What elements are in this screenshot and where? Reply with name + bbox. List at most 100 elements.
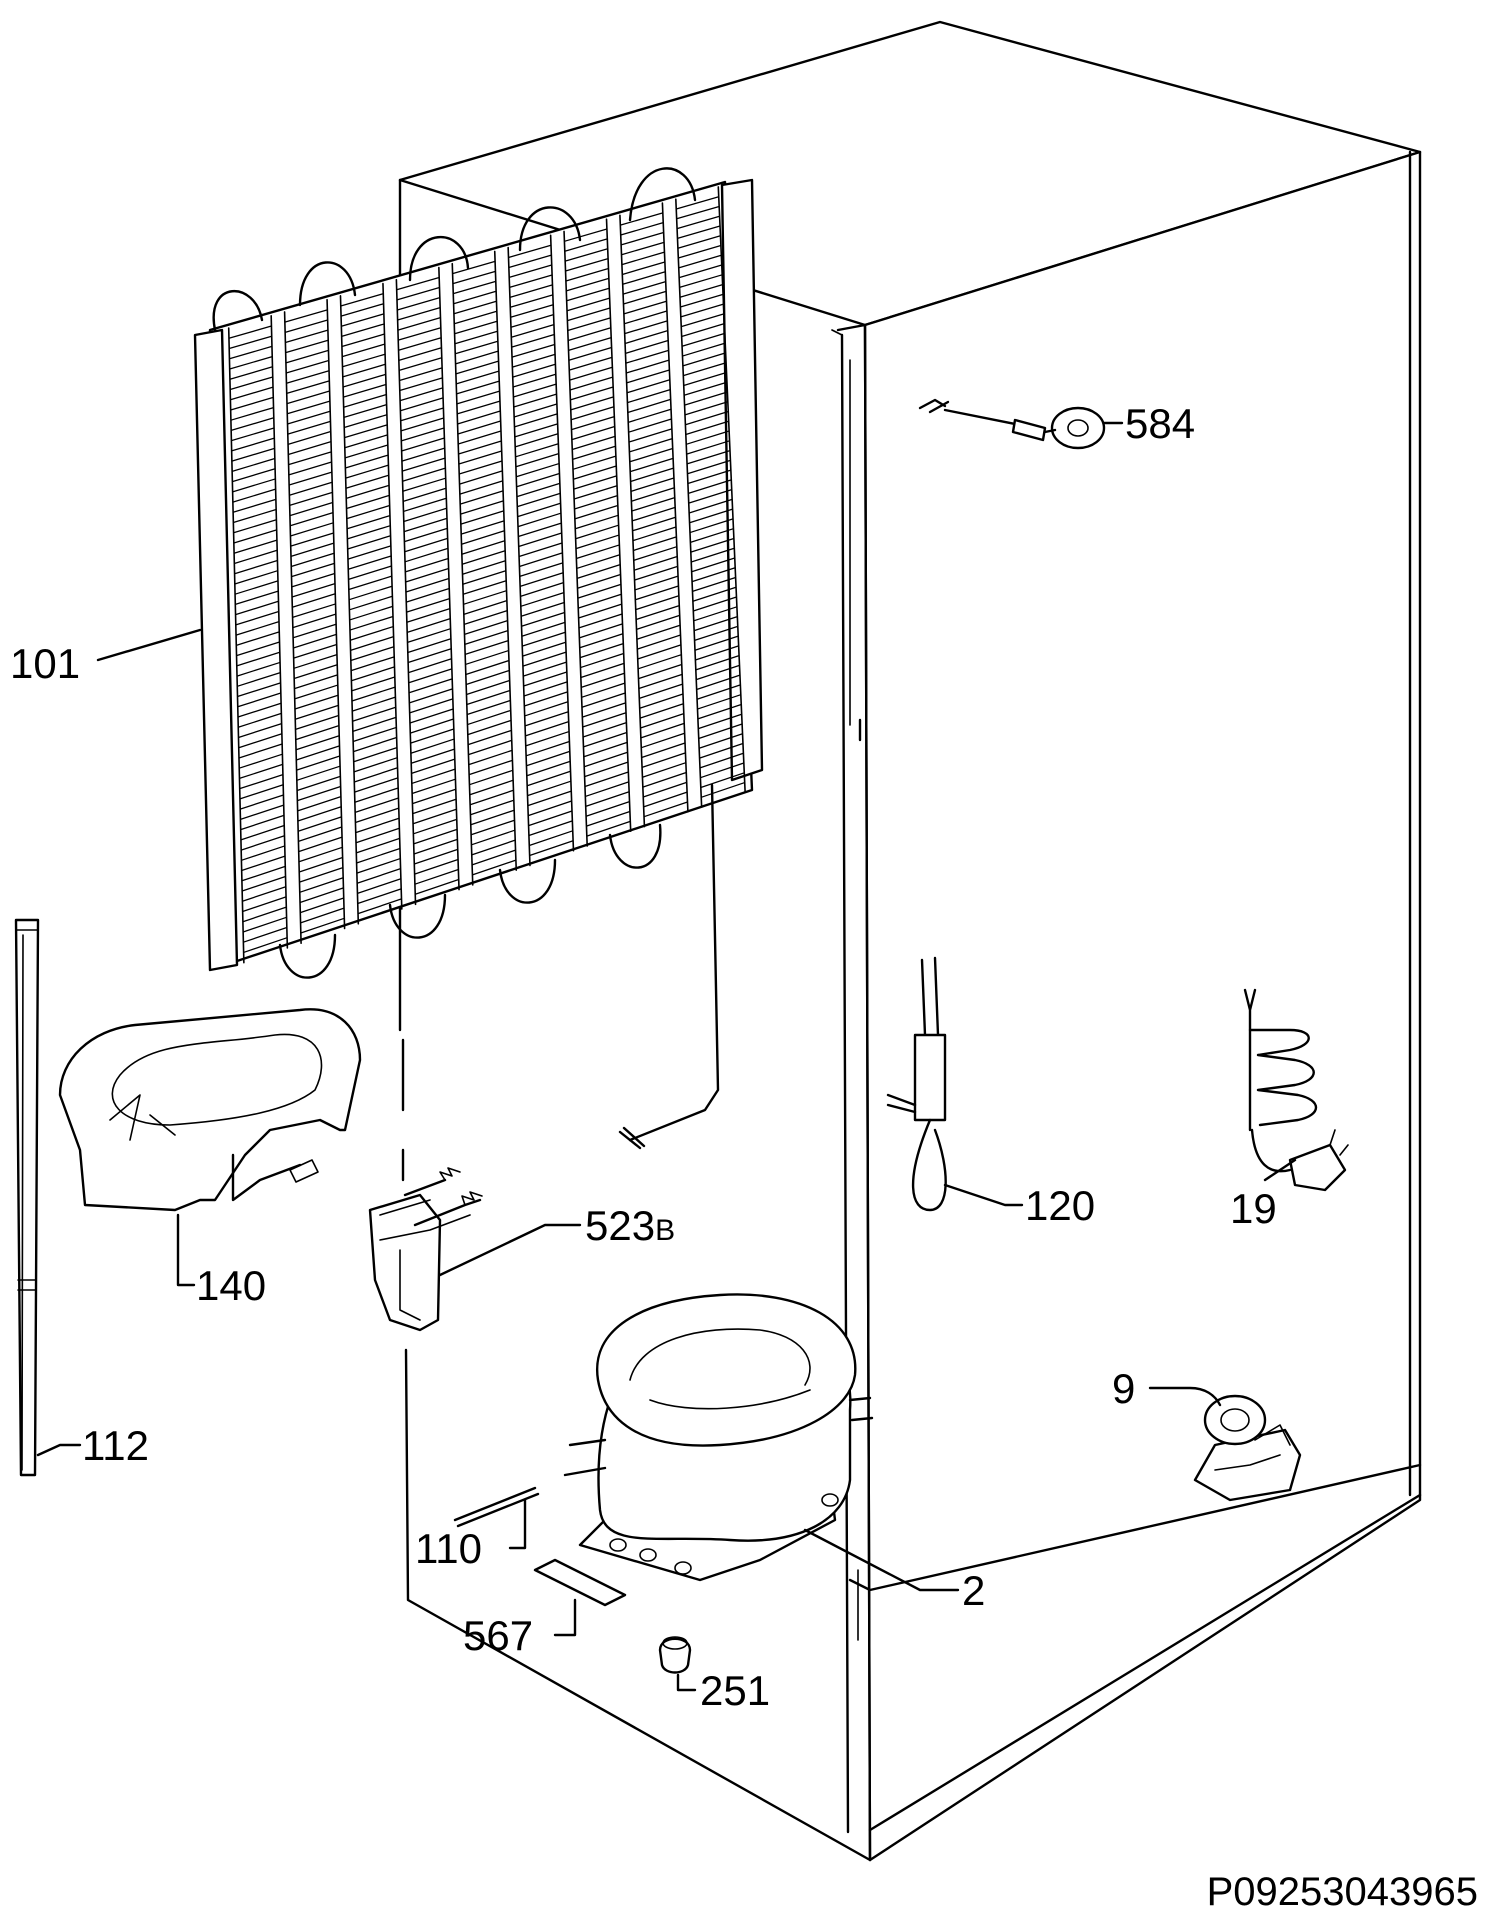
condenser-fin	[461, 530, 505, 545]
condenser-fin	[459, 460, 503, 475]
condenser-fin	[462, 580, 507, 595]
condenser-fin	[294, 684, 338, 700]
condenser-fin	[411, 768, 456, 785]
condenser-fin	[300, 897, 344, 914]
condenser-fin	[407, 628, 451, 644]
condenser-fin	[693, 615, 738, 632]
condenser-fin	[515, 433, 559, 448]
condenser-fin	[631, 506, 676, 522]
condenser-fin	[357, 878, 402, 895]
condenser-fin	[635, 585, 679, 601]
condenser-right-bracket	[720, 178, 764, 782]
condenser-fin	[234, 580, 279, 595]
condenser-fin	[453, 280, 496, 295]
condenser-fin	[519, 572, 564, 587]
condenser-fin	[676, 205, 720, 220]
condenser-fin	[518, 532, 562, 548]
condenser-fin	[231, 437, 275, 452]
condenser-fin	[350, 646, 395, 662]
condenser-fin	[285, 329, 329, 344]
condenser-fin	[459, 480, 503, 495]
condenser-fin	[686, 430, 730, 445]
condenser-fin	[289, 481, 333, 496]
condenser-fin	[584, 751, 628, 768]
condenser-fin	[290, 532, 334, 547]
condenser-fin	[688, 489, 732, 504]
condenser-fin	[573, 465, 617, 480]
leader-523b	[438, 1223, 582, 1277]
condenser-fin	[574, 504, 619, 520]
condenser-fin	[627, 388, 671, 404]
condenser-fin	[683, 381, 728, 396]
condenser-fin	[231, 457, 276, 472]
condenser-fin	[634, 575, 679, 591]
condenser-fin	[397, 296, 441, 311]
condenser-fin	[631, 496, 675, 512]
clip-523b	[368, 1167, 483, 1332]
protector-9	[1193, 1394, 1302, 1502]
condenser-fin	[643, 801, 688, 818]
condenser-fin	[520, 582, 564, 597]
condenser-fin	[409, 698, 454, 714]
condenser-fin	[354, 787, 399, 803]
condenser-fin	[467, 719, 512, 736]
condenser-fin	[289, 491, 333, 507]
condenser-fin	[411, 778, 456, 795]
condenser-fin	[455, 350, 499, 365]
condenser-fin	[409, 708, 454, 724]
condenser-fin	[349, 605, 393, 621]
condenser-fin	[284, 319, 328, 333]
condenser-fin	[581, 682, 626, 698]
condenser-fin	[398, 357, 442, 372]
condenser-fin	[583, 731, 627, 748]
condenser-fin	[511, 343, 555, 358]
condenser-fin	[240, 835, 285, 851]
condenser-fin	[585, 791, 630, 807]
condenser-fin	[520, 591, 565, 607]
condenser-fin	[528, 820, 573, 837]
condenser-fin	[289, 512, 334, 527]
condenser-fin	[510, 304, 554, 318]
condenser-fin	[694, 625, 738, 642]
condenser-fin	[233, 539, 278, 554]
condenser-fin	[454, 320, 498, 335]
condenser-fin	[526, 750, 570, 767]
condenser-fin	[291, 562, 335, 578]
condenser-fin	[632, 516, 676, 532]
condenser-fin	[285, 349, 329, 364]
condenser-fin	[579, 643, 624, 659]
condenser-fin	[349, 615, 394, 631]
condenser-fin	[688, 498, 733, 514]
condenser-fin	[344, 414, 388, 429]
condenser-fin	[521, 621, 566, 637]
condenser-fin	[570, 396, 614, 411]
condenser-fin	[233, 519, 277, 534]
condenser-fin	[508, 244, 552, 259]
condenser-fin	[464, 629, 509, 646]
condenser-fin	[469, 779, 514, 796]
condenser-fin	[240, 804, 284, 820]
condenser-fin	[341, 333, 385, 348]
condenser-fin	[412, 788, 456, 805]
condenser-fin	[460, 520, 505, 535]
condenser-fin	[290, 522, 334, 537]
condenser-fin	[583, 741, 628, 758]
condenser-fin	[284, 309, 328, 323]
condenser-fin	[460, 500, 504, 515]
condenser-fin	[342, 363, 386, 378]
condenser-fin	[529, 840, 574, 857]
condenser-fin	[643, 791, 688, 808]
drip-tray-140	[58, 1008, 362, 1212]
condenser-fin	[641, 742, 686, 759]
leader-9	[1148, 1386, 1222, 1407]
condenser-fin	[405, 567, 449, 583]
condenser-fin	[622, 261, 666, 276]
starter-120	[886, 956, 947, 1212]
condenser-fin	[400, 407, 444, 422]
condenser-fin	[625, 339, 669, 354]
condenser-fin	[457, 410, 501, 425]
condenser-fin	[695, 655, 740, 671]
condenser-fin	[407, 648, 452, 664]
condenser-fin	[457, 420, 501, 435]
condenser-fin	[689, 508, 733, 524]
